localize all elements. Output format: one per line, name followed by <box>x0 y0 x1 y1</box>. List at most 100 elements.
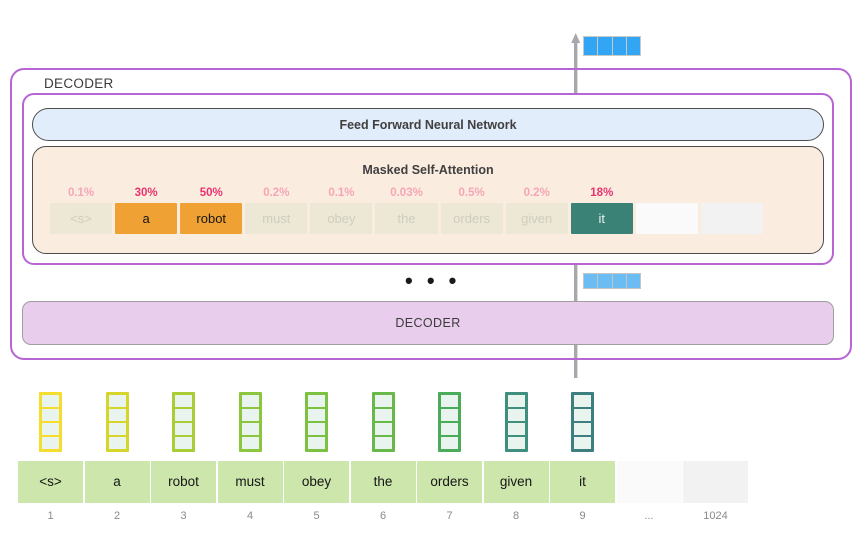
embedding-vector-cell <box>175 423 192 435</box>
embedding-vector-column <box>18 392 83 452</box>
input-token-cell[interactable]: a <box>84 461 150 503</box>
embedding-vector-cell <box>374 395 392 407</box>
embedding-vector-cell <box>308 409 325 421</box>
input-token-cell[interactable]: orders <box>417 461 482 503</box>
embedding-vector-cell <box>241 409 259 421</box>
decoder-outer-label: DECODER <box>44 76 114 91</box>
attention-token-cell[interactable]: orders <box>440 203 503 234</box>
attention-token-cell[interactable] <box>635 203 698 234</box>
feed-forward-label: Feed Forward Neural Network <box>339 117 517 132</box>
attention-column <box>700 184 764 234</box>
attention-column: 0.1% obey <box>310 184 373 234</box>
embedding-vector-cell <box>108 437 126 449</box>
embedding-vector-cell <box>175 395 192 407</box>
embedding-vector-cell <box>42 409 59 421</box>
embedding-vector-cell <box>42 437 59 449</box>
attention-token-cell[interactable]: <s> <box>50 203 113 234</box>
output-vector-cell <box>584 37 598 55</box>
attention-token-cell[interactable]: obey <box>310 203 373 234</box>
attention-column: 18%it <box>570 184 633 234</box>
attention-token-cell[interactable]: a <box>115 203 178 234</box>
decoder-outer-container <box>10 68 852 360</box>
output-vector-cell <box>626 37 640 55</box>
input-token-column: ... <box>616 461 682 522</box>
embedding-vector-cell <box>374 409 392 421</box>
embedding-vector-column <box>151 392 216 452</box>
attention-percent: 0.03% <box>390 187 423 199</box>
input-token-index: 7 <box>446 510 453 522</box>
input-token-cell[interactable]: given <box>483 461 549 503</box>
embedding-vector <box>571 392 594 452</box>
input-token-column: <s>1 <box>18 461 83 522</box>
input-token-cell[interactable]: robot <box>151 461 216 503</box>
embedding-vector <box>305 392 328 452</box>
embedding-vector-cell <box>574 423 591 435</box>
embedding-vector-column <box>417 392 482 452</box>
input-token-cell[interactable]: <s> <box>18 461 83 503</box>
output-vector-top <box>583 36 641 56</box>
embedding-vector-cell <box>241 437 259 449</box>
input-token-cell[interactable] <box>683 461 748 503</box>
input-token-cell[interactable]: must <box>217 461 283 503</box>
embedding-vector-cell <box>507 409 525 421</box>
input-token-cell[interactable]: obey <box>284 461 349 503</box>
input-token-index: 2 <box>113 510 121 522</box>
input-token-index: 8 <box>512 510 520 522</box>
embedding-vector <box>39 392 62 452</box>
attention-token-cell[interactable]: the <box>375 203 438 234</box>
input-token-index: 5 <box>313 510 320 522</box>
attention-column <box>635 184 698 234</box>
embedding-vector-cell <box>507 437 525 449</box>
attention-column: 30% a <box>115 184 178 234</box>
embedding-vector-column <box>85 392 150 452</box>
output-vector-mid <box>583 273 641 289</box>
input-token-index: 9 <box>579 510 586 522</box>
input-token-cell[interactable] <box>616 461 682 503</box>
output-vector-cell <box>612 37 626 55</box>
embedding-vector-cell <box>374 423 392 435</box>
embedding-vector-cell <box>374 437 392 449</box>
attention-token-cell[interactable]: must <box>245 203 308 234</box>
output-vector-cell <box>584 274 598 288</box>
attention-percent: 30% <box>134 187 158 199</box>
input-token-cell[interactable]: it <box>550 461 615 503</box>
decoder-lower-label: DECODER <box>395 316 461 330</box>
attention-token-cell[interactable] <box>700 203 764 234</box>
embedding-vector-cell <box>441 409 458 421</box>
input-token-column: 1024 <box>683 461 748 522</box>
attention-percent: 0.1% <box>67 187 95 199</box>
output-vector-cell <box>612 274 626 288</box>
attention-percent: 50% <box>199 187 223 199</box>
input-token-column: orders 7 <box>417 461 482 522</box>
output-vector-cell <box>626 274 640 288</box>
embedding-vector-column <box>218 392 283 452</box>
input-token-index: 6 <box>379 510 387 522</box>
attention-percent: 0.1% <box>328 187 355 199</box>
attention-column: 0.2%must <box>245 184 308 234</box>
input-token-column: the 6 <box>350 461 416 522</box>
embedding-vector-cell <box>441 395 458 407</box>
input-token-cell[interactable]: the <box>350 461 416 503</box>
embedding-vector-cell <box>241 423 259 435</box>
embedding-vector-cell <box>308 423 325 435</box>
input-token-index: 1024 <box>703 510 728 522</box>
embedding-vector-cell <box>175 409 192 421</box>
feed-forward-block: Feed Forward Neural Network <box>32 108 824 141</box>
attention-token-cell[interactable]: given <box>505 203 568 234</box>
attention-token-cell[interactable]: robot <box>180 203 243 234</box>
input-token-column: obey 5 <box>284 461 349 522</box>
embedding-vector <box>172 392 195 452</box>
attention-percent <box>701 184 763 203</box>
input-token-index: ... <box>644 510 654 522</box>
embedding-vector-cell <box>308 437 325 449</box>
output-vector-cell <box>598 37 612 55</box>
embedding-vector-column <box>617 392 682 452</box>
input-token-column: it 9 <box>550 461 615 522</box>
attention-token-cell[interactable]: it <box>570 203 633 234</box>
attention-column: 0.03% the <box>375 184 438 234</box>
